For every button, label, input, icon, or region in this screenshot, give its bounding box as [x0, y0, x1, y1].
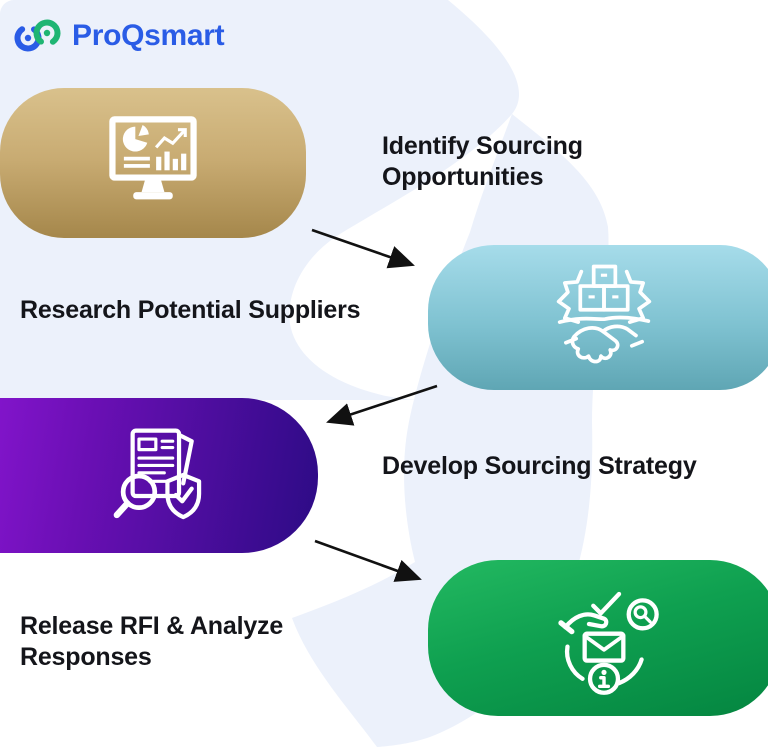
- interlocked-rings-logo-icon: [14, 19, 61, 52]
- step-4-label: Release RFI & Analyze Responses: [20, 612, 284, 671]
- hand-mail-search-info-icon: [543, 580, 665, 696]
- brand-name: ProQsmart: [72, 19, 225, 52]
- step-2-card: [428, 245, 768, 390]
- gear-boxes-handshake-icon: [537, 263, 671, 373]
- step-3-label: Develop Sourcing Strategy: [382, 452, 697, 480]
- brand-logo: ProQsmart: [14, 16, 225, 56]
- step-1-card: [0, 88, 306, 238]
- step-4-card: [428, 560, 768, 716]
- document-magnifier-shield-icon: [101, 422, 217, 530]
- monitor-analytics-icon: [94, 111, 212, 215]
- step-1-label: Identify Sourcing Opportunities: [382, 132, 583, 191]
- step-3-card: [0, 398, 318, 553]
- step-2-label: Research Potential Suppliers: [20, 296, 361, 324]
